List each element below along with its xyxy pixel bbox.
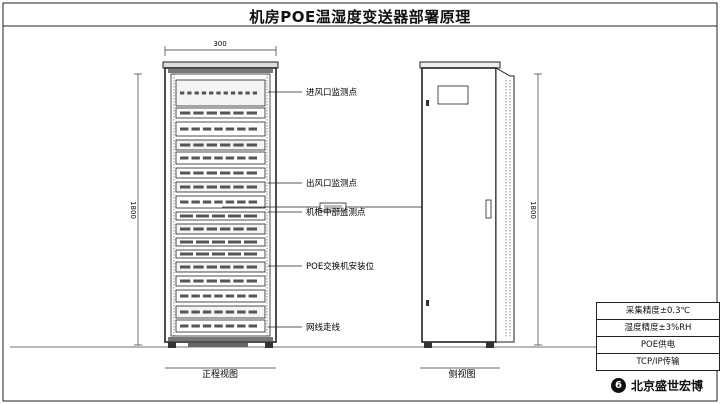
callout-middle: 机柜中部监测点 bbox=[306, 207, 366, 218]
spec-power: POE供电 bbox=[597, 337, 719, 354]
callout-intake: 进风口监测点 bbox=[306, 87, 358, 98]
front-height-label: 1800 bbox=[129, 201, 137, 219]
front-view-caption: 正程视图 bbox=[202, 368, 238, 380]
side-panel bbox=[421, 67, 497, 343]
brand-name: 北京盛世宏博 bbox=[630, 379, 703, 393]
side-height-label: 1800 bbox=[529, 201, 537, 219]
brand-logo-icon: 6 bbox=[610, 378, 626, 393]
side-handle bbox=[485, 199, 492, 219]
brand-block: 6 北京盛世宏博 bbox=[596, 373, 718, 398]
spec-humidity: 湿度精度±3%RH bbox=[597, 320, 719, 337]
diagram-title: 机房POE温湿度变送器部署原理 bbox=[249, 8, 471, 26]
side-cabinet bbox=[419, 61, 542, 348]
spec-temp: 采集精度±0.3℃ bbox=[597, 303, 719, 320]
cabinet-top bbox=[162, 61, 279, 69]
callout-poe-switch: POE交换机安装位 bbox=[306, 261, 375, 272]
spec-transport: TCP/IP传输 bbox=[636, 357, 680, 367]
spec-table: 采集精度±0.3℃ 湿度精度±3%RH POE供电 TCP/IP传输 bbox=[596, 302, 720, 371]
callout-cabling: 网线走线 bbox=[306, 322, 341, 333]
side-label-plate bbox=[437, 85, 469, 105]
front-cabinet bbox=[134, 46, 279, 348]
width-label: 300 bbox=[213, 40, 226, 48]
side-view-caption: 侧视图 bbox=[448, 368, 475, 380]
callout-exhaust: 出风口监测点 bbox=[306, 178, 358, 189]
